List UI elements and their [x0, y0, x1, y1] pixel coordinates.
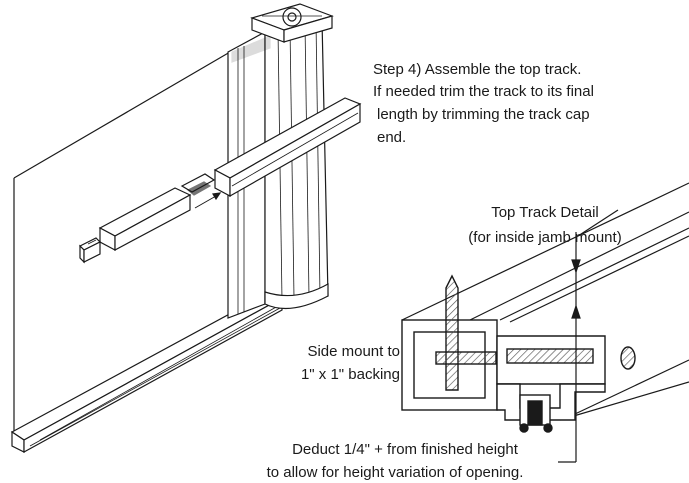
step-instruction-line-4: end.: [377, 129, 407, 146]
detail-subtitle: (for inside jamb mount): [468, 229, 622, 246]
detail-profile-section: [401, 319, 636, 433]
top-track-bar: [213, 97, 362, 198]
side-mount-label-line-1: Side mount to: [307, 343, 400, 360]
bottom-sill-track: [10, 291, 284, 454]
side-jamb-column: [227, 19, 329, 319]
detail-title: Top Track Detail: [491, 204, 599, 221]
top-cap-block: [250, 3, 334, 43]
step-instruction-line-1: Step 4) Assemble the top track.: [373, 61, 582, 78]
step-instruction-line-3: length by trimming the track cap: [377, 106, 590, 123]
side-mount-screw: [435, 274, 497, 391]
side-mount-label-line-2: 1" x 1" backing: [300, 366, 400, 383]
track-cap-end: [78, 173, 222, 264]
deduct-note-line-2: to allow for height variation of opening…: [266, 464, 524, 481]
deduct-note-line-1: Deduct 1/4" + from finished height: [292, 441, 518, 458]
dimension-markers: [558, 209, 619, 463]
step-instruction-line-2: If needed trim the track to its final: [373, 83, 594, 100]
